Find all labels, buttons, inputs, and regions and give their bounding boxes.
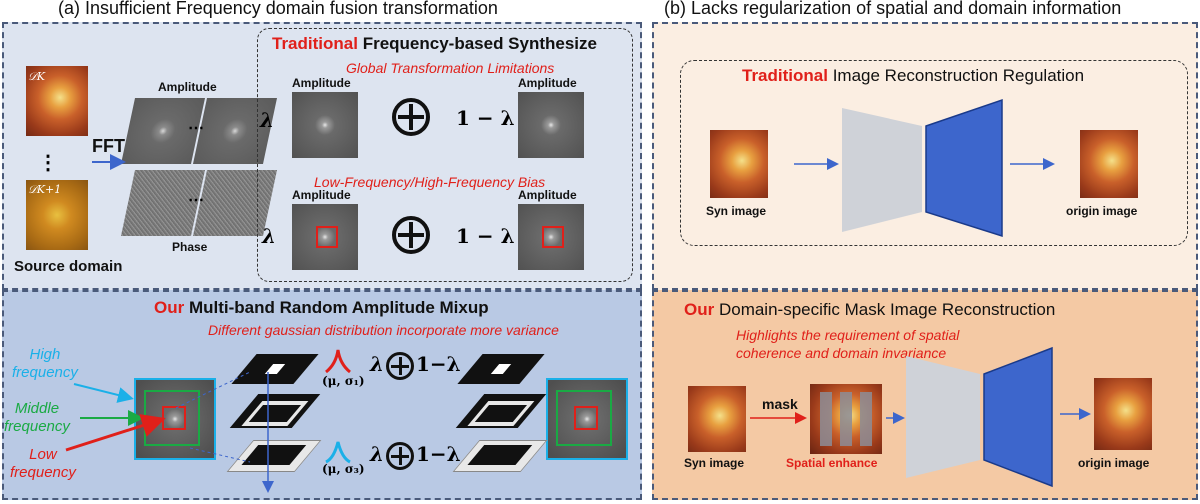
requirement-note-line-1: Highlights the requirement of spatial xyxy=(736,327,960,343)
amp-right-1 xyxy=(518,92,584,158)
phase-dots: ⋯ xyxy=(188,192,204,209)
spatial-enhance-label: Spatial enhance xyxy=(786,456,878,470)
high-freq-arrow xyxy=(73,383,134,403)
encoder-shape-bottom xyxy=(983,346,1053,488)
low-frequency-label: Low frequency xyxy=(10,446,76,482)
panel-b-title: (b) Lacks regularization of spatial and … xyxy=(664,0,1122,18)
syn-image-label-top: Syn image xyxy=(706,204,767,218)
global-limitations-note: Global Transformation Limitations xyxy=(346,60,555,76)
mask-heading-red: Our xyxy=(684,300,715,319)
amp-label-left-1: Amplitude xyxy=(292,76,351,90)
amp-label-right-2: Amplitude xyxy=(518,188,577,202)
low-freq-box-left xyxy=(316,226,338,248)
high-line-1: High xyxy=(29,346,61,363)
low-freq-box-right xyxy=(542,226,564,248)
traditional-frequency-box xyxy=(257,28,633,282)
source-domain-label: Source domain xyxy=(14,258,123,275)
fft-label: FFT xyxy=(92,136,125,156)
one-minus-lambda-1: 1 − λ xyxy=(456,106,515,130)
one-minus-lambda-2: 1 − λ xyxy=(456,224,515,248)
mask-label: mask xyxy=(762,396,798,412)
middle-band-box-right xyxy=(556,390,612,446)
freq-bias-note: Low-Frequency/High-Frequency Bias xyxy=(314,174,546,190)
syn-image-bottom xyxy=(688,386,746,452)
traditional-recon-heading: Traditional Image Reconstruction Regulat… xyxy=(742,66,1084,86)
recon-heading-rest: Image Reconstruction Regulation xyxy=(827,66,1085,85)
origin-image-label-bottom: origin image xyxy=(1078,456,1150,470)
mixup-heading-rest: Multi-band Random Amplitude Mixup xyxy=(184,298,489,317)
middle-line-2: frequency xyxy=(4,418,70,435)
phase-label: Phase xyxy=(172,240,208,254)
middle-frequency-label: Middle frequency xyxy=(4,400,70,436)
one-minus-lambda-mix-2: 1−λ xyxy=(416,442,461,466)
decoder-shape-bottom xyxy=(906,356,980,478)
low-freq-arrow xyxy=(65,414,166,452)
middle-line-1: Middle xyxy=(14,400,60,417)
domain-k1-label: 𝒟K+1 xyxy=(28,183,62,196)
gaussian-curve-1 xyxy=(325,349,351,374)
origin-image-bottom xyxy=(1094,378,1152,450)
guide-2 xyxy=(189,447,251,463)
lambda-2: λ xyxy=(262,224,277,248)
encoder-shape-top xyxy=(925,98,1003,238)
lambda-1: λ xyxy=(260,108,275,132)
amp-label-right-1: Amplitude xyxy=(518,76,577,90)
oplus-1 xyxy=(392,98,430,136)
oplus-2 xyxy=(392,216,430,254)
guide-1 xyxy=(175,371,251,409)
mask-heading-rest: Domain-specific Mask Image Reconstructio… xyxy=(714,300,1056,319)
mask-patches xyxy=(816,392,876,446)
amp-right-2 xyxy=(518,204,584,270)
one-minus-lambda-mix-1: 1−λ xyxy=(416,352,461,376)
gaussian-curve-3 xyxy=(325,441,351,464)
mixup-heading: Our Multi-band Random Amplitude Mixup xyxy=(154,298,489,318)
gauss-params-3: (μ, σ₃) xyxy=(322,462,365,476)
gaussian-note: Different gaussian distribution incorpor… xyxy=(208,322,559,338)
syn-image-label-bottom: Syn image xyxy=(684,456,745,470)
heading-rest: Frequency-based Synthesize xyxy=(357,34,597,53)
requirement-note: Highlights the requirement of spatial co… xyxy=(736,326,959,362)
oplus-mix-1 xyxy=(386,352,414,380)
panel-a-title: (a) Insufficient Frequency domain fusion… xyxy=(58,0,498,18)
amp-left-2 xyxy=(292,204,358,270)
mask-recon-heading: Our Domain-specific Mask Image Reconstru… xyxy=(684,300,1055,320)
gauss-params-1: (μ, σ₁) xyxy=(322,374,365,388)
recon-heading-red: Traditional xyxy=(742,66,828,85)
origin-image-top xyxy=(1080,130,1138,198)
amplitude-label: Amplitude xyxy=(158,80,217,94)
syn-image-top xyxy=(710,130,768,198)
lambda-mix-2: λ xyxy=(370,442,385,466)
vertical-dots: ⋮ xyxy=(38,152,58,174)
lambda-mix-1: λ xyxy=(370,352,385,376)
low-band-box-right xyxy=(574,406,598,430)
requirement-note-line-2: coherence and domain invariance xyxy=(736,345,947,361)
source-image-2 xyxy=(26,180,88,250)
traditional-frequency-heading: Traditional Frequency-based Synthesize xyxy=(272,34,597,54)
high-frequency-label: High frequency xyxy=(12,346,78,382)
low-line-2: frequency xyxy=(10,464,76,481)
origin-image-label-top: origin image xyxy=(1066,204,1138,218)
amp-left-1 xyxy=(292,92,358,158)
source-image-1 xyxy=(26,66,88,136)
low-line-1: Low xyxy=(29,446,57,463)
domain-k-label: 𝒟K xyxy=(28,70,45,83)
decoder-shape-top xyxy=(842,108,922,232)
mixup-heading-red: Our xyxy=(154,298,185,317)
traditional-recon-box xyxy=(680,60,1188,246)
amp-dots: ⋯ xyxy=(188,120,204,137)
amp-label-left-2: Amplitude xyxy=(292,188,351,202)
oplus-mix-2 xyxy=(386,442,414,470)
high-line-2: frequency xyxy=(12,364,78,381)
heading-red-word: Traditional xyxy=(272,34,358,53)
